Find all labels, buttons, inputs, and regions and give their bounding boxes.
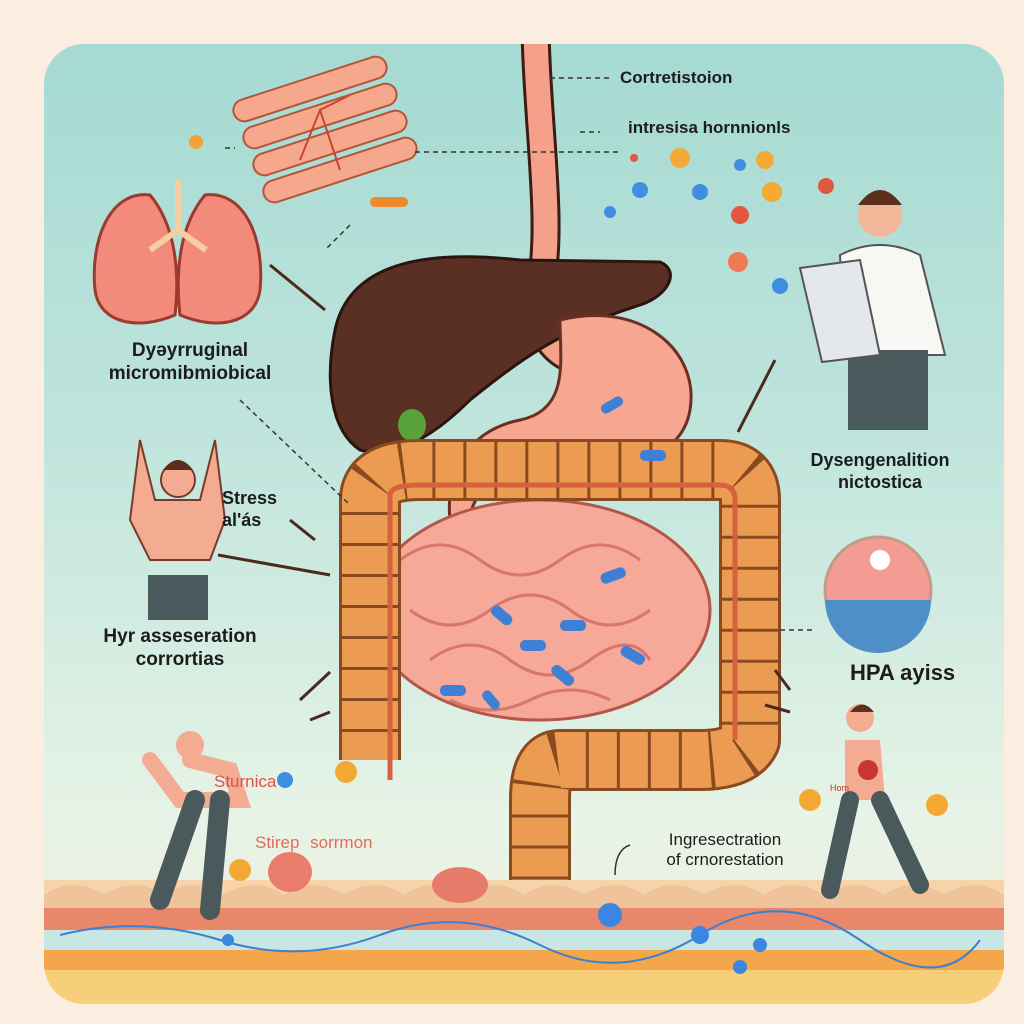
leader-lines [225, 77, 815, 631]
bubble [598, 903, 622, 927]
label-stress-axis: Stress al'ás [222, 488, 277, 531]
gallbladder [398, 409, 426, 441]
label-cortretistoion: Cortretistoion [620, 68, 733, 87]
lungs [92, 180, 263, 325]
label-ingresectration: Ingresectration of crnorestation [620, 830, 830, 871]
label-line: nictostica [837, 471, 923, 492]
label-sturnica: Sturnica [214, 772, 277, 791]
hormone-particles [604, 148, 834, 294]
label-line: micromibmiobical [108, 362, 272, 384]
label-line: Dyəyrruginal [131, 340, 249, 361]
label-dysengenalition: Dysengenalition nictostica [770, 450, 990, 493]
label-line: Hyr asseseration [103, 626, 257, 647]
label-line: al'ás [222, 509, 262, 530]
small-intestine [368, 498, 712, 722]
tissue-layers [44, 880, 1004, 1004]
liver [328, 255, 672, 454]
label-hpa-axis: HPA ayiss [850, 660, 956, 685]
person-flexing [128, 439, 227, 620]
arrows [217, 263, 792, 722]
label-line: Dysengenalition [810, 450, 950, 470]
person-reading [798, 190, 947, 430]
label-hyr-asseseration: Hyr asseseration corrortias [70, 626, 290, 672]
label-line: Ingresectration [668, 830, 782, 849]
label-stirep-sorrmon: Stirep sorrmon [255, 833, 373, 852]
person-running-left [142, 731, 252, 920]
label-dysyrruginal: Dyəyrruginal micromibmiobical [70, 340, 310, 386]
label-line: of crnorestation [666, 850, 784, 870]
person-running-right [821, 704, 929, 899]
bacteria [440, 396, 666, 710]
muscle-fibres [232, 55, 418, 204]
label-intresisa-hornnionls: intresisa hornnionls [628, 118, 791, 137]
label-line: Stress [222, 488, 278, 508]
label-tiny: Hom [830, 783, 850, 793]
hpa-circle-icon [823, 535, 933, 653]
label-line: corrortias [135, 648, 225, 670]
